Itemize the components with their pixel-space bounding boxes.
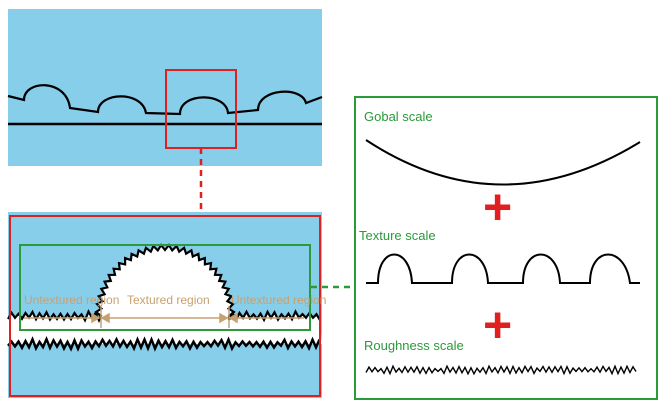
label-textured: Textured region	[127, 293, 210, 307]
zoom-surface-profile	[7, 243, 321, 323]
zoom-panel: Untextured region Textured region Untext…	[7, 212, 326, 398]
global-scale-curve	[365, 139, 641, 186]
label-global-scale: Gobal scale	[364, 109, 433, 124]
zoom-rough-base-line	[7, 336, 321, 352]
label-roughness-scale: Roughness scale	[364, 338, 464, 353]
roughness-scale-profile	[365, 364, 637, 376]
untextured-left-arrowhead	[91, 312, 101, 324]
label-texture-scale: Texture scale	[359, 228, 436, 243]
label-untextured-right: Untextured region	[231, 293, 326, 307]
untextured-right-arrowhead	[228, 312, 238, 324]
region-arrows	[24, 306, 304, 328]
label-untextured-left: Untextured region	[24, 293, 119, 307]
plus-sign-1: +	[483, 179, 512, 235]
textured-arrowhead-left	[100, 312, 110, 324]
zoom-green-frame	[19, 244, 311, 331]
texture-scale-profile	[366, 253, 640, 284]
plus-sign-2: +	[483, 297, 512, 353]
scale-decomposition-panel: Gobal scale + Texture scale + Roughness …	[354, 96, 658, 400]
zoom-red-frame	[9, 215, 321, 397]
top-textured-surface	[7, 84, 323, 116]
textured-arrowhead-right	[219, 312, 229, 324]
decomposition-frame	[354, 96, 658, 400]
top-panel	[7, 9, 323, 166]
